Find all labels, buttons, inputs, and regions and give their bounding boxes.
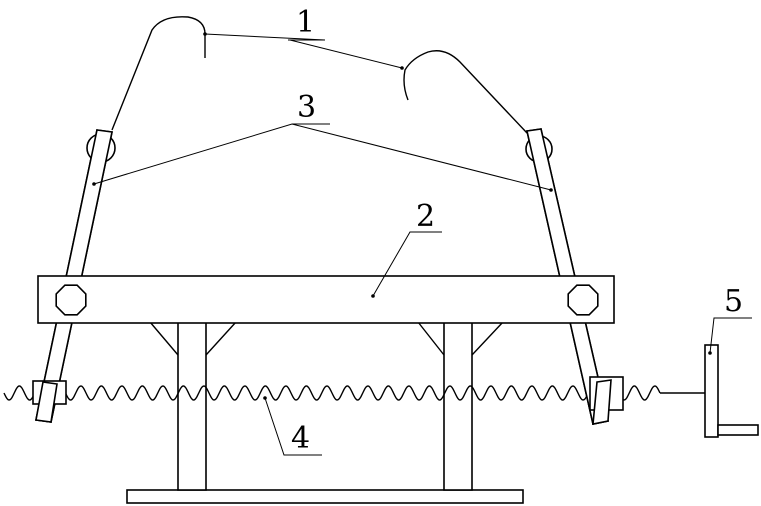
- right-beam-pivot: [567, 284, 599, 316]
- screw-shaft: [3, 385, 661, 401]
- leader-dot-3a: [92, 182, 96, 186]
- leader-dot-3b: [549, 188, 553, 192]
- left-stand-leg-outer: [177, 321, 207, 491]
- crank-handle-plate: [704, 344, 719, 438]
- callout-3: 3: [297, 90, 316, 125]
- right-hook: [403, 50, 528, 134]
- left-brace: [149, 321, 237, 356]
- crank-handle-grip: [717, 424, 759, 436]
- leader-line-3: [93, 123, 552, 191]
- right-brace: [417, 321, 504, 356]
- left-hook: [111, 16, 206, 131]
- leader-line-4: [264, 397, 322, 456]
- callout-2: 2: [416, 199, 435, 234]
- leader-dot-4: [263, 396, 267, 400]
- callout-5: 5: [724, 284, 743, 319]
- base-plate: [126, 489, 524, 504]
- callout-4: 4: [291, 421, 310, 456]
- leader-dot-1a: [203, 32, 207, 36]
- leader-dot-1b: [400, 66, 404, 70]
- leader-line-1: [204, 33, 403, 69]
- leader-line-2: [372, 231, 442, 297]
- left-beam-pivot: [55, 284, 87, 316]
- leader-line-5: [709, 317, 752, 354]
- right-stand-leg: [443, 321, 473, 491]
- callout-1: 1: [296, 5, 315, 40]
- crossbeam: [37, 275, 615, 324]
- leader-dot-5: [708, 351, 712, 355]
- leader-dot-2: [371, 294, 375, 298]
- right-swing-arm-overlap: [592, 379, 612, 425]
- left-swing-arm-overlap: [35, 381, 58, 423]
